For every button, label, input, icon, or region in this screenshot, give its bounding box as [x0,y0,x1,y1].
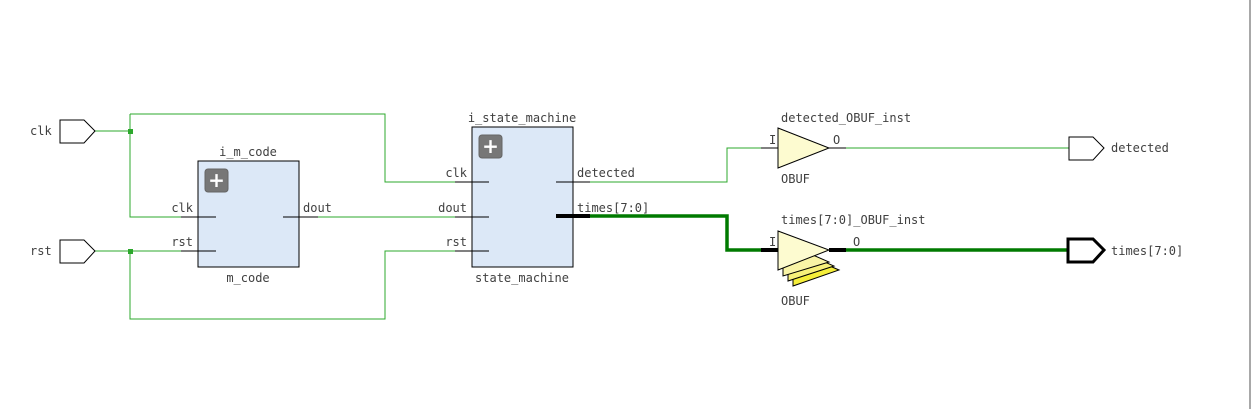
pin-label-dout: dout [303,201,332,215]
pin-label-clk: clk [171,201,193,215]
pin-label-clk: clk [445,166,467,180]
pin-label-o: O [853,235,860,249]
net-clk-to-state-machine[interactable] [130,113,472,183]
net-clk-to-m-code[interactable] [129,131,198,218]
pin-label-i: I [769,133,776,147]
buffer-triangle-icon [777,127,831,169]
port-label: rst [30,244,52,258]
cell-instance-name: i_state_machine [468,111,576,125]
cell-type-name: state_machine [475,271,569,285]
nets [95,113,1069,320]
net-junction-rst [128,249,133,254]
output-port-detected[interactable]: detected [1068,136,1169,161]
output-port-icon [1068,136,1105,161]
vertical-scrollbar-edge[interactable] [1249,0,1251,409]
bus-times[interactable] [590,214,761,252]
input-port-rst[interactable]: rst [30,239,96,264]
pin-label-dout: dout [438,201,467,215]
cell-state-machine[interactable]: i_state_machine + clk dout rst detected … [438,111,649,285]
buffer-triangle-icon [777,230,831,271]
cell-type-name: m_code [226,271,269,285]
buffer-times-obuf[interactable]: times[7:0]_OBUF_inst I O OBUF [761,213,926,308]
pin-label-times: times[7:0] [577,201,649,215]
input-port-icon [59,119,96,144]
port-label: times[7:0] [1111,244,1183,258]
net-junction-clk [128,129,133,134]
cell-m-code[interactable]: i_m_code + clk rst dout m_code [171,145,332,285]
net-rst-to-state-machine[interactable] [129,250,472,320]
buffer-instance-name: times[7:0]_OBUF_inst [781,213,926,227]
port-label: detected [1111,141,1169,155]
plus-icon: + [208,168,225,192]
pin-label-o: O [833,133,840,147]
cell-body[interactable] [471,126,574,268]
pin-label-rst: rst [171,235,193,249]
buffer-instance-name: detected_OBUF_inst [781,111,911,125]
plus-icon: + [482,134,499,158]
buffer-type-name: OBUF [781,294,810,308]
input-port-clk[interactable]: clk [30,119,96,144]
expand-button[interactable]: + [478,134,503,159]
cell-instance-name: i_m_code [219,145,277,159]
buffer-detected-obuf[interactable]: detected_OBUF_inst I O OBUF [761,111,911,186]
port-label: clk [30,124,52,138]
output-port-times[interactable]: times[7:0] [1066,237,1183,264]
net-detected[interactable] [590,147,761,183]
input-port-icon [59,239,96,264]
output-port-icon [1066,237,1107,264]
buffer-type-name: OBUF [781,172,810,186]
pin-label-detected: detected [577,166,635,180]
pin-label-i: I [769,235,776,249]
pin-label-rst: rst [445,235,467,249]
expand-button[interactable]: + [204,168,229,193]
